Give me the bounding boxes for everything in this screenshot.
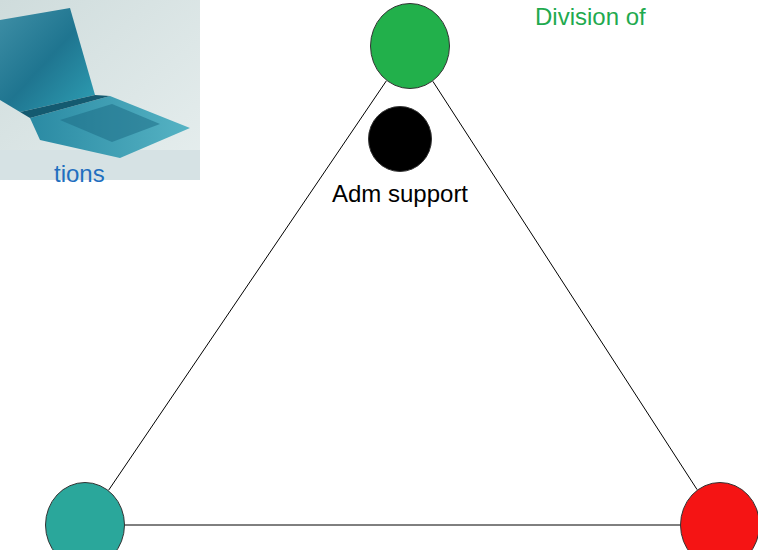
device-photo	[0, 0, 200, 180]
triangle-side	[433, 81, 697, 489]
circle-fill	[371, 4, 450, 89]
circle-shape	[680, 482, 758, 550]
circle-node	[680, 482, 758, 550]
circle-shape	[368, 106, 432, 172]
device-panel	[60, 104, 160, 142]
triangle-side	[109, 81, 387, 491]
circle-shape	[370, 3, 450, 89]
circle-shape	[45, 482, 125, 550]
device-lid	[0, 8, 95, 112]
circle-node: Division of	[370, 3, 450, 89]
node-label: Division of	[535, 3, 646, 31]
triangle-side	[125, 525, 680, 526]
device-hinge	[20, 95, 110, 118]
circle-node: Adm support	[368, 106, 432, 172]
photo-ground	[0, 0, 200, 180]
circle-fill	[681, 483, 758, 550]
side-label: tions	[54, 160, 105, 188]
circle-fill	[369, 107, 432, 172]
node-label: Adm support	[332, 180, 468, 208]
circle-node	[45, 482, 125, 550]
circle-fill	[46, 483, 125, 550]
